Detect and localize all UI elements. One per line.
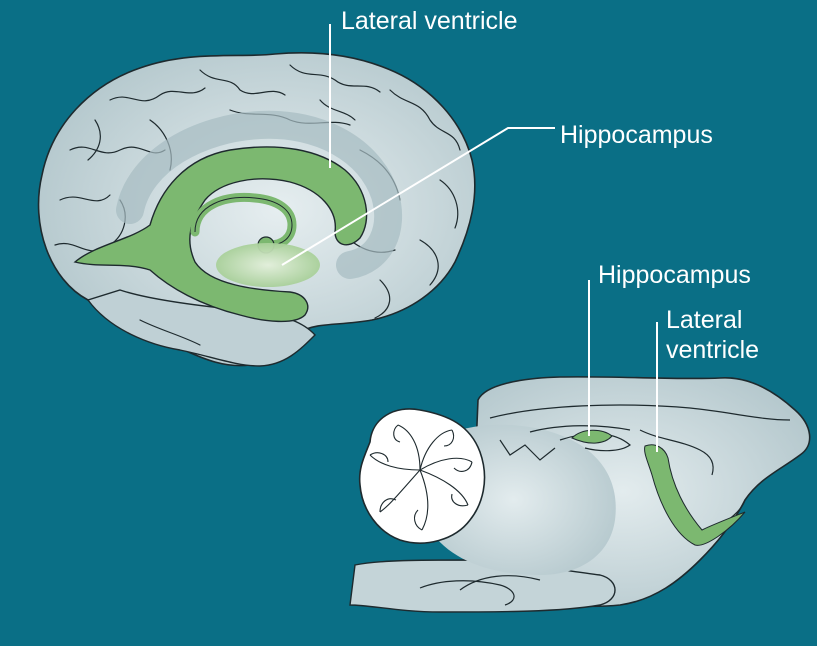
rodent-lateral-ventricle-label-line1: Lateral bbox=[666, 305, 759, 335]
human-hippocampus bbox=[216, 243, 320, 287]
human-brain bbox=[39, 24, 555, 366]
rodent-lateral-ventricle-label-line2: ventricle bbox=[666, 335, 759, 365]
human-lateral-ventricle-label: Lateral ventricle bbox=[341, 6, 517, 36]
rodent-cerebellum bbox=[360, 409, 485, 543]
rodent-hippocampus-label: Hippocampus bbox=[598, 260, 751, 290]
human-hippocampus-label: Hippocampus bbox=[560, 120, 713, 150]
rodent-lateral-ventricle-label: Lateral ventricle bbox=[666, 305, 759, 365]
